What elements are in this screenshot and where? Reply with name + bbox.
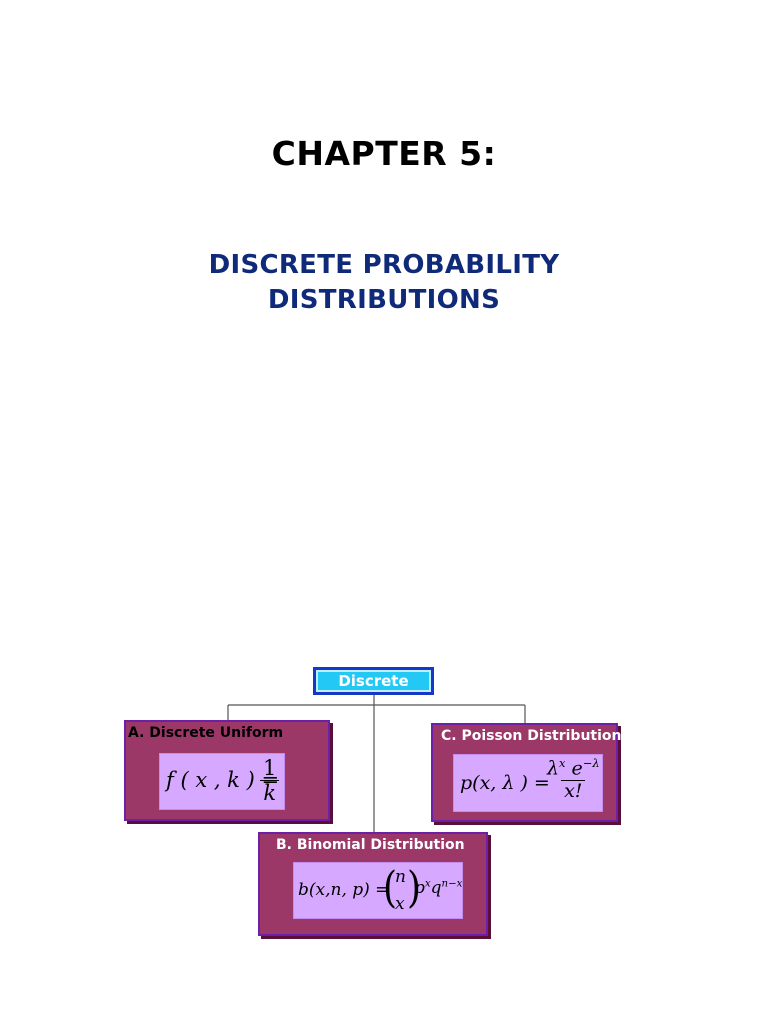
binom-top: n (395, 867, 406, 887)
poisson-e: e (571, 757, 583, 780)
binom-bottom: x (395, 894, 405, 914)
poisson-denominator: x! (561, 780, 586, 803)
discrete-uniform-label: A. Discrete Uniform (128, 725, 284, 741)
poisson-box: C. Poisson Distribution p(x, λ ) = λx e−… (431, 723, 622, 822)
subtitle-line-1: DISCRETE PROBABILITY (208, 250, 560, 280)
discrete-uniform-box: A. Discrete Uniform f ( x , k ) = 1 k (124, 720, 330, 821)
uniform-numerator: 1 (263, 756, 277, 780)
binomial-p: p (414, 878, 425, 898)
binomial-q-exp: n−x (441, 878, 463, 890)
chapter-title: CHAPTER 5: (271, 134, 497, 173)
discrete-uniform-formula: f ( x , k ) = 1 k (159, 753, 285, 810)
binomial-formula: b(x,n, p) = ( n x ) pxqn−x (293, 862, 463, 919)
poisson-e-exp: −λ (582, 756, 600, 770)
uniform-lhs: f ( x , k ) = (166, 768, 280, 792)
discrete-root-box: Discrete (313, 667, 434, 695)
binomial-lhs: b(x,n, p) = (298, 880, 390, 900)
poisson-lambda: λ (547, 757, 560, 780)
binomial-box: B. Binomial Distribution b(x,n, p) = ( n… (258, 832, 488, 936)
binomial-label: B. Binomial Distribution (276, 837, 465, 853)
binomial-p-exp: x (424, 878, 431, 890)
binomial-q: q (430, 878, 442, 898)
poisson-label: C. Poisson Distribution (441, 728, 622, 744)
uniform-denominator: k (260, 780, 280, 805)
poisson-lambda-exp: x (559, 756, 566, 770)
binomial-coefficient: ( n x ) (383, 863, 422, 914)
subtitle-line-2: DISTRIBUTIONS (267, 285, 501, 315)
poisson-lhs: p(x, λ ) = (460, 772, 550, 794)
poisson-formula: p(x, λ ) = λx e−λ x! (453, 754, 603, 812)
